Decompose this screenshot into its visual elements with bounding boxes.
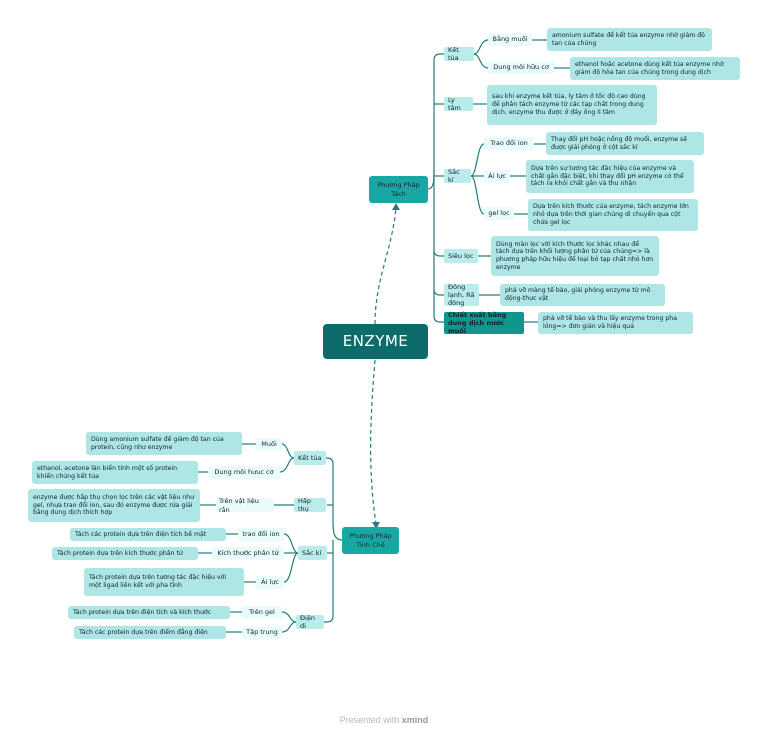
desc-dong-lanh[interactable]: phá vỡ màng tế bào, giải phóng enzyme từ…	[500, 284, 665, 306]
leaf-label-ai-luc-bottom[interactable]: Ái lực	[256, 576, 284, 589]
leaf-label-kich-thuoc-phan-tu[interactable]: Kích thước phân tử	[212, 547, 284, 560]
main-node-phuong-phap-tinh-che[interactable]: Phương Pháp Tinh Chế	[342, 527, 399, 554]
desc-trao-doi-ion-top[interactable]: Thay đổi pH hoặc nồng độ muối, enzyme sẽ…	[546, 132, 704, 155]
desc-ai-luc-bottom[interactable]: Tách protein dựa trên tương tác đặc hiệu…	[84, 568, 244, 596]
desc-tap-trung[interactable]: Tách các protein dựa trên điểm đẳng điện	[74, 626, 226, 639]
leaf-label-bang-muoi[interactable]: Bằng muối	[488, 33, 532, 46]
leaf-label-trao-doi-ion-top[interactable]: Trao đổi ion	[484, 137, 534, 150]
branch-ket-tua-top[interactable]: Kết tủa	[444, 46, 474, 62]
branch-hap-thu[interactable]: Hấp thụ	[294, 497, 326, 513]
leaf-label-tap-trung[interactable]: Tập trung	[242, 626, 282, 639]
desc-kich-thuoc-phan-tu[interactable]: Tách protein dựa trên kích thước phân tử	[52, 547, 198, 560]
leaf-label-tren-gel[interactable]: Trên gel	[242, 606, 282, 619]
branch-chiet-xuat-nuoc-muoi[interactable]: Chiết xuất bằng dung dịch nước muối	[444, 311, 524, 335]
desc-gel-loc[interactable]: Dựa trên kích thước của enzyme, tách enz…	[528, 199, 698, 231]
arrowhead-top	[392, 203, 400, 210]
leaf-label-dung-moi-huu-co[interactable]: Dung môi hữu cơ	[488, 61, 554, 74]
desc-sieu-loc[interactable]: Dùng màn lọc với kích thước lọc khác nha…	[491, 236, 659, 276]
connector-root-top	[374, 207, 397, 325]
footer-brand-logo: xmind	[401, 715, 429, 725]
leaf-label-gel-loc[interactable]: gel lọc	[484, 207, 514, 220]
branch-sac-ki-top[interactable]: Sắc kí	[444, 168, 471, 184]
footer-watermark: Presented with xmind	[0, 715, 768, 725]
leaf-label-dung-moi-huuc-co[interactable]: Dung môi hưuc cơ	[208, 466, 280, 479]
branch-sieu-loc[interactable]: Siêu lọc	[444, 249, 478, 263]
arrowhead-bottom	[372, 522, 380, 529]
leaf-label-tren-vat-lieu-ran[interactable]: Trên vật liệu rắn	[216, 497, 274, 514]
footer-prefix: Presented with	[339, 715, 400, 725]
desc-tren-vat-lieu-ran[interactable]: enzyme được hấp thụ chọn lọc trên các vậ…	[28, 489, 200, 522]
root-node-enzyme[interactable]: ENZYME	[323, 324, 428, 359]
connector-root-bottom	[370, 359, 377, 525]
leaf-label-trao-doi-ion-bottom[interactable]: trao đổi ion	[238, 528, 284, 541]
arrowheads	[372, 203, 400, 529]
desc-dung-moi-huu-co[interactable]: ethanol hoặc acetone dùng kết tủa enzyme…	[570, 57, 740, 80]
desc-trao-doi-ion-bottom[interactable]: Tách các protein dựa trên điện tích bề m…	[70, 528, 226, 541]
desc-ly-tam[interactable]: sau khi enzyme kết tủa, ly tâm ở tốc độ …	[487, 85, 657, 125]
branch-ly-tam[interactable]: Ly tâm	[444, 96, 473, 112]
main-node-phuong-phap-tach[interactable]: Phương Pháp Tách	[369, 176, 428, 203]
branch-sac-ki-bottom[interactable]: Sắc kí	[298, 546, 327, 560]
desc-tren-gel[interactable]: Tách protein dựa trên điện tích và kích …	[68, 606, 230, 619]
branch-dien-di[interactable]: Điện di	[296, 614, 324, 630]
desc-muoi[interactable]: Dùng amonium sulfate để giảm độ tan của …	[86, 432, 242, 455]
branch-dong-lanh-ra-dong[interactable]: Đông lạnh, Rã đông	[444, 283, 479, 307]
leaf-label-ai-luc-top[interactable]: Ái lực	[484, 170, 510, 183]
desc-chiet-xuat[interactable]: phá vỡ tế bào và thu lấy enzyme trong ph…	[538, 312, 693, 334]
desc-bang-muoi[interactable]: amonium sulfate để kết tủa enzyme nhờ gi…	[547, 28, 712, 51]
branch-ket-tua-bottom[interactable]: Kết tủa	[294, 451, 326, 465]
desc-ai-luc-top[interactable]: Dựa trên sự tương tác đặc hiệu của enzym…	[526, 160, 694, 193]
leaf-label-muoi[interactable]: Muối	[256, 438, 282, 451]
desc-dung-moi-huuc-co[interactable]: ethanol, acetone làn biến tính một số pr…	[32, 461, 198, 484]
